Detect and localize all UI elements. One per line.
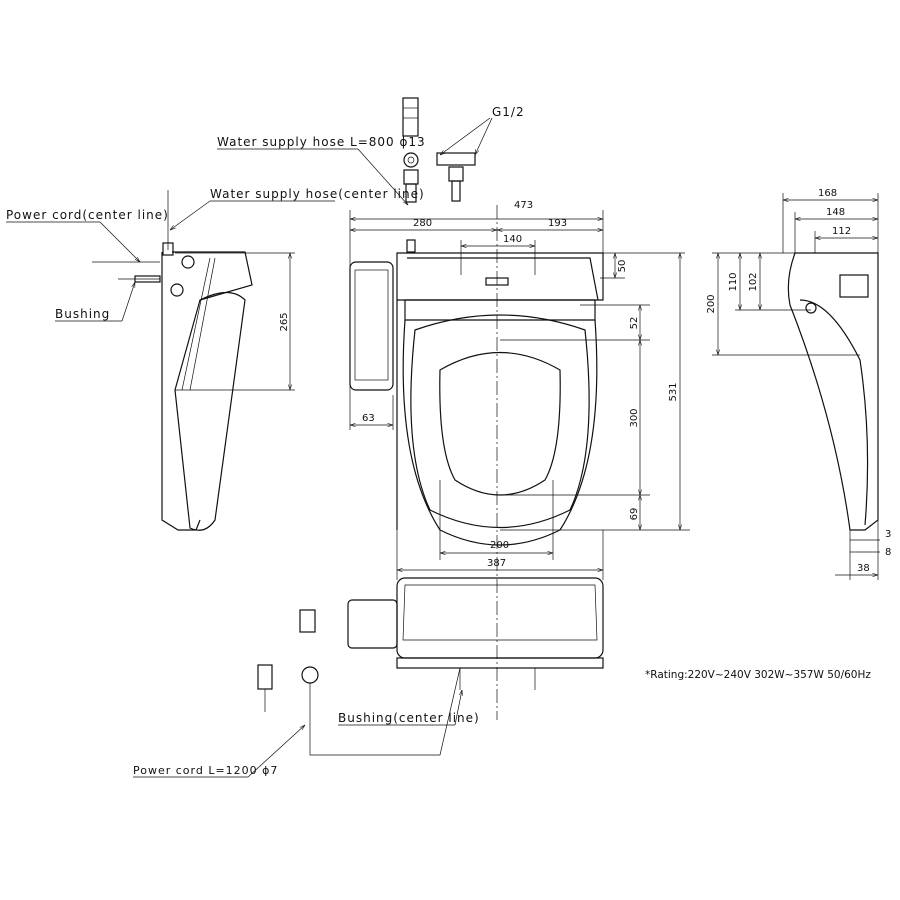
- dim-112: 112: [832, 226, 851, 237]
- dim-102: 102: [748, 272, 759, 291]
- dim-280: 280: [413, 218, 432, 229]
- dim-531: 531: [668, 382, 679, 401]
- dim-200-width: 200: [490, 540, 509, 551]
- dim-110: 110: [728, 272, 739, 291]
- dim-63: 63: [362, 413, 375, 424]
- dim-50: 50: [617, 260, 628, 273]
- dim-300: 300: [629, 408, 640, 427]
- dim-168: 168: [818, 188, 837, 199]
- bushing-label: Bushing: [55, 307, 110, 321]
- dim-52: 52: [629, 317, 640, 330]
- dim-387: 387: [487, 558, 506, 569]
- dim-140: 140: [503, 234, 522, 245]
- dim-8: 8: [885, 547, 891, 558]
- thread-label: G1/2: [492, 105, 525, 119]
- dim-3: 3: [885, 529, 891, 540]
- dim-473: 473: [514, 200, 533, 211]
- bushing-center-label: Bushing(center line): [338, 711, 480, 725]
- dim-200-height: 200: [706, 294, 717, 313]
- left-side-view: 265: [92, 190, 295, 531]
- dim-193: 193: [548, 218, 567, 229]
- dim-265: 265: [279, 312, 290, 331]
- dim-38: 38: [857, 563, 870, 574]
- rear-view: [257, 577, 604, 756]
- water-hose-center-label: Water supply hose(center line): [210, 187, 425, 201]
- callouts-left: Power cord(center line) Water supply hos…: [6, 105, 525, 322]
- hose-fittings: [402, 97, 476, 203]
- right-side-view: 168 148 112 200 110 102 3 8 38: [706, 188, 891, 580]
- power-cord-length-label: Power cord L=1200 ϕ7: [133, 764, 278, 777]
- front-view: [349, 205, 604, 720]
- front-dimensions: 473 280 193 140 50 52 300 69 531 63 200 …: [349, 200, 690, 580]
- dim-148: 148: [826, 207, 845, 218]
- callouts-bottom: Bushing(center line) Power cord L=1200 ϕ…: [133, 669, 871, 778]
- dim-69: 69: [629, 508, 640, 521]
- rating-note: *Rating:220V~240V 302W~357W 50/60Hz: [645, 669, 871, 681]
- power-cord-center-label: Power cord(center line): [6, 208, 169, 222]
- water-hose-length-label: Water supply hose L=800 ϕ13: [217, 135, 426, 149]
